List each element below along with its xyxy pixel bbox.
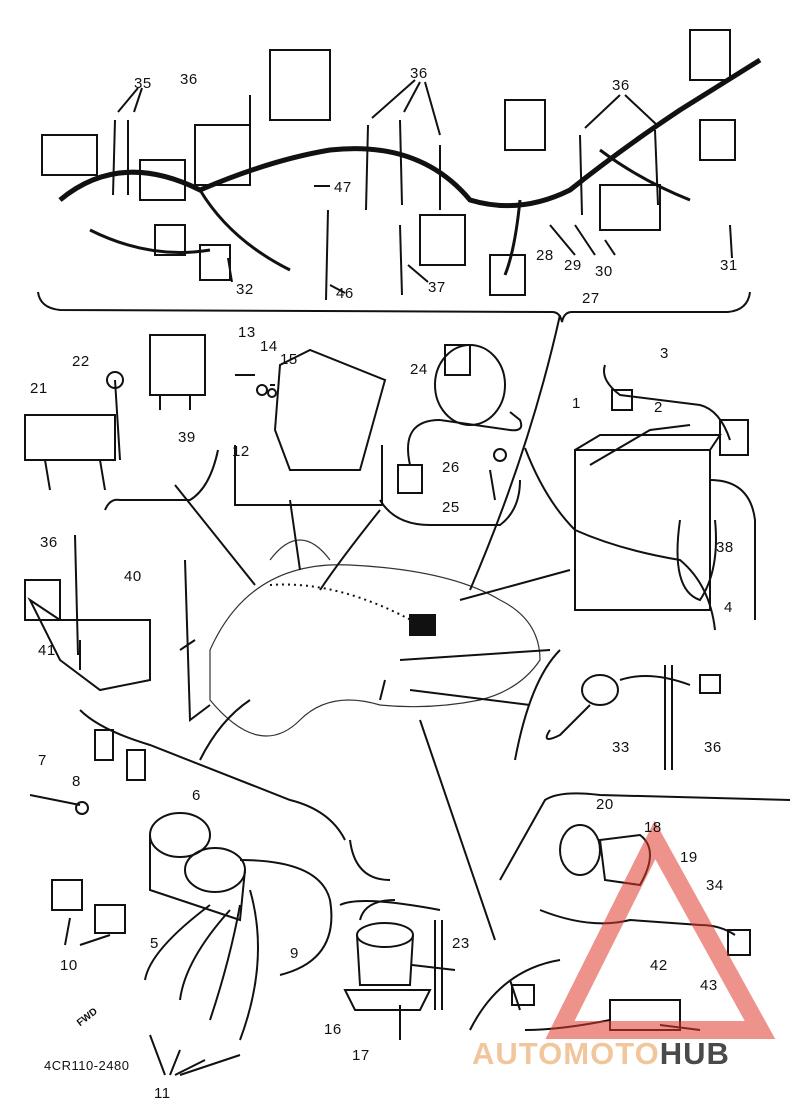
callout-36-a: 36 — [180, 71, 198, 88]
watermark-text: AUTOMOTOHUB — [472, 1036, 730, 1072]
callout-22: 22 — [72, 353, 90, 370]
callout-21: 21 — [30, 380, 48, 397]
callout-31: 31 — [720, 257, 738, 274]
callout-46: 46 — [336, 285, 354, 302]
callout-7: 7 — [38, 752, 47, 769]
callout-44: 42 — [650, 957, 668, 974]
callout-18: 18 — [644, 819, 662, 836]
callout-24: 24 — [410, 361, 428, 378]
frame-outline — [209, 564, 541, 737]
callout-36-b: 36 — [612, 77, 630, 94]
part-code: 4CR110-2480 — [44, 1058, 130, 1073]
callout-23: 23 — [452, 935, 470, 952]
harness-group-bracket — [37, 291, 751, 323]
watermark-part1: AUTOMOTO — [472, 1036, 660, 1071]
group-bracket-battery — [524, 447, 716, 631]
callout-15: 15 — [280, 351, 298, 368]
callout-11: 11 — [154, 1085, 171, 1102]
callout-41: 39 — [178, 429, 196, 446]
callout-1: 1 — [572, 395, 581, 412]
callout-28: 28 — [536, 247, 554, 264]
watermark-part2: HUB — [659, 1036, 730, 1071]
callout-43: 41 — [38, 642, 56, 659]
callout-39: 37 — [428, 279, 446, 296]
callout-10: 10 — [60, 957, 78, 974]
group-bracket-21 — [104, 449, 219, 511]
callout-9: 9 — [290, 945, 299, 962]
callout-20: 20 — [596, 796, 614, 813]
callout-25: 25 — [442, 499, 460, 516]
group-bracket-24 — [379, 479, 521, 526]
callout-42: 40 — [124, 568, 142, 585]
callout-5: 5 — [150, 935, 159, 952]
callout-40: 38 — [716, 539, 734, 556]
callout-47: 47 — [334, 179, 352, 196]
callout-45: 43 — [700, 977, 718, 994]
callout-2: 2 — [654, 399, 663, 416]
callout-37: 36 — [704, 739, 722, 756]
callout-13: 13 — [238, 324, 256, 341]
callout-30: 30 — [595, 263, 613, 280]
callout-16: 16 — [324, 1021, 342, 1038]
group-bracket-12 — [234, 445, 383, 506]
callout-19: 19 — [680, 849, 698, 866]
callout-34: 34 — [706, 877, 724, 894]
callout-27: 27 — [582, 290, 600, 307]
callout-17: 17 — [352, 1047, 370, 1064]
callout-12: 12 — [232, 443, 250, 460]
callout-4: 4 — [724, 599, 733, 616]
callout-26: 26 — [442, 459, 460, 476]
callout-8: 8 — [72, 773, 81, 790]
callout-6: 6 — [192, 787, 201, 804]
callout-38: 36 — [410, 65, 428, 82]
callout-29: 29 — [564, 257, 582, 274]
callout-33: 33 — [612, 739, 630, 756]
group-bracket-coils — [79, 709, 346, 841]
watermark-logo — [545, 820, 776, 1039]
callout-3: 3 — [660, 345, 669, 362]
main-wire-harness — [58, 57, 762, 209]
callout-35: 35 — [134, 75, 152, 92]
callout-36-c: 36 — [40, 534, 58, 551]
callout-14: 14 — [260, 338, 278, 355]
callout-32: 32 — [236, 281, 254, 298]
